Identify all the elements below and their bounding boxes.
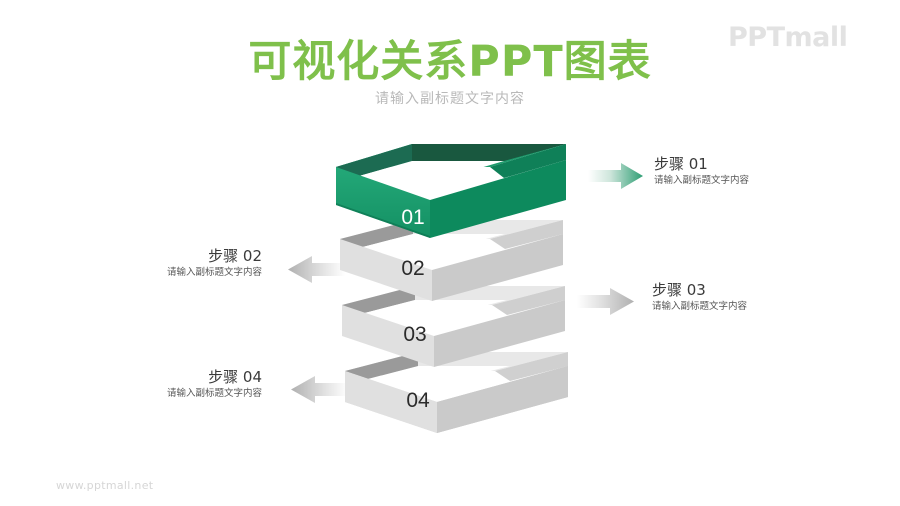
- step-description-04: 请输入副标题文字内容: [166, 388, 262, 399]
- frame-label-02: 02: [401, 257, 424, 280]
- footer-url: www.pptmall.net: [56, 479, 154, 492]
- step-description-01: 请输入副标题文字内容: [654, 175, 750, 186]
- page-subtitle: 请输入副标题文字内容: [375, 91, 525, 107]
- frame-layer-02[interactable]: 02: [340, 220, 563, 301]
- frame-label-03: 03: [403, 323, 426, 346]
- frame-layer-01[interactable]: 01: [336, 144, 566, 238]
- frame-layer-04[interactable]: 04: [345, 352, 568, 433]
- step-callout-04[interactable]: 步骤 04 请输入副标题文字内容: [135, 368, 262, 401]
- arrow-step-04: [291, 376, 348, 403]
- step-title-03: 步骤 03: [652, 281, 706, 299]
- arrow-step-01: [588, 163, 643, 189]
- arrow-step-02: [288, 256, 345, 283]
- step-title-02: 步骤 02: [208, 247, 262, 265]
- step-callout-02[interactable]: 步骤 02 请输入副标题文字内容: [135, 247, 262, 280]
- arrow-step-03: [577, 288, 634, 315]
- frame-label-04: 04: [406, 389, 430, 412]
- step-title-01: 步骤 01: [654, 155, 708, 173]
- step-description-03: 请输入副标题文字内容: [652, 301, 748, 312]
- page-title: 可视化关系PPT图表: [248, 37, 652, 87]
- frame-layer-03[interactable]: 03: [342, 286, 565, 367]
- step-callout-01[interactable]: 步骤 01 请输入副标题文字内容: [654, 155, 749, 188]
- step-description-02: 请输入副标题文字内容: [166, 267, 262, 278]
- pptmall-logo: PPTmall: [728, 22, 848, 53]
- step-title-04: 步骤 04: [208, 368, 262, 386]
- frame-label-01: 01: [401, 206, 424, 229]
- step-callout-03[interactable]: 步骤 03 请输入副标题文字内容: [652, 281, 747, 314]
